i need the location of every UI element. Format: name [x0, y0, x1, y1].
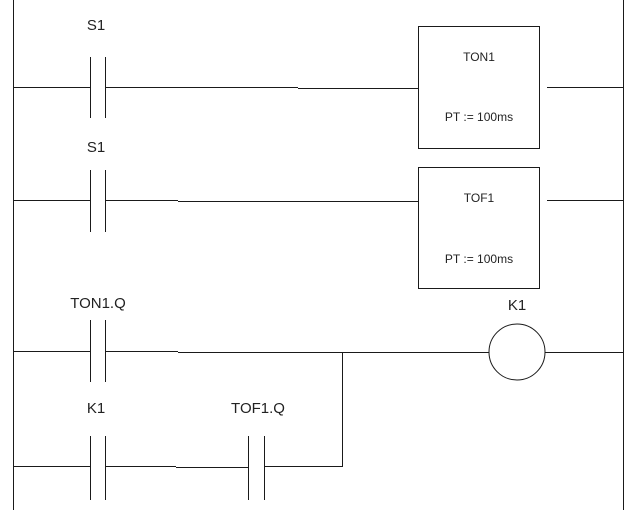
- rung-3-contact-label: TON1.Q: [70, 295, 126, 312]
- rung-2-contact-label: S1: [87, 139, 105, 156]
- branch-contact[interactable]: [90, 436, 106, 500]
- rung-2-function-block[interactable]: TOF1 PT := 100ms: [418, 167, 540, 289]
- rung-2: S1 TOF1 PT := 100ms: [13, 139, 623, 289]
- rung-1-contact-label: S1: [87, 17, 105, 34]
- rung-2-block-name: TOF1: [464, 191, 495, 205]
- rung-2-block-param: PT := 100ms: [445, 252, 513, 266]
- rung-3-contact[interactable]: [90, 320, 106, 382]
- rung-1-block-name: TON1: [463, 50, 495, 64]
- coil-label: K1: [508, 297, 526, 314]
- rung-3: TON1.Q K1 K1 TOF1.Q: [13, 295, 623, 500]
- rung-1: S1 TON1 PT := 100ms: [13, 17, 623, 149]
- rung-1-function-block[interactable]: TON1 PT := 100ms: [418, 26, 540, 149]
- series-contact-label: TOF1.Q: [231, 400, 285, 417]
- series-contact[interactable]: [248, 436, 265, 500]
- rung-2-contact[interactable]: [90, 170, 106, 232]
- rung-1-contact[interactable]: [90, 57, 106, 118]
- branch-contact-label: K1: [87, 400, 105, 417]
- rung-1-block-param: PT := 100ms: [445, 110, 513, 124]
- output-coil[interactable]: [488, 323, 546, 381]
